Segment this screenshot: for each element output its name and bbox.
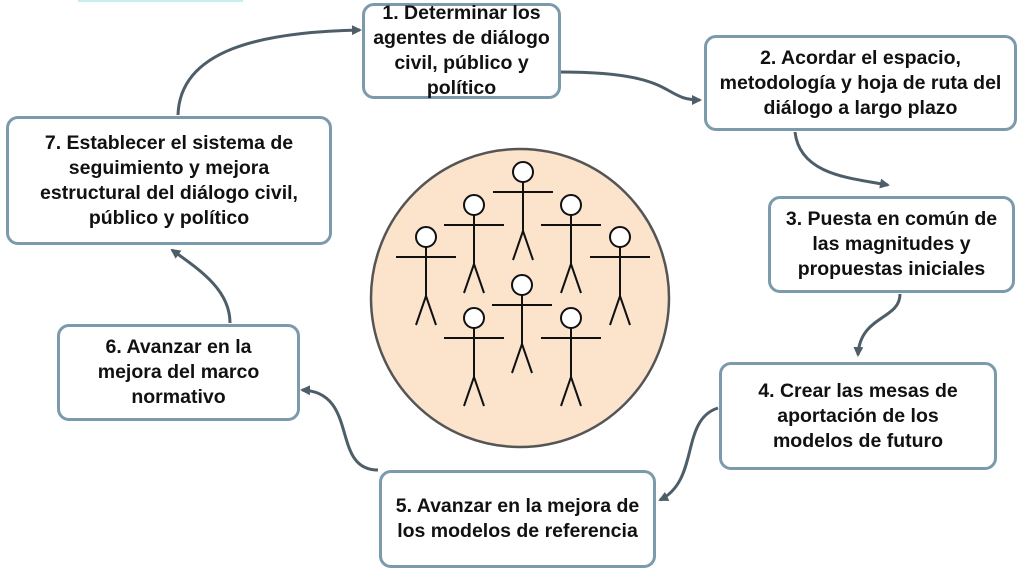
step-2-label: 2. Acordar el espacio, metodología y hoj… — [719, 46, 1002, 119]
step-6-label: 6. Avanzar en la mejora del marco normat… — [97, 336, 260, 408]
step-4-box: 4. Crear las mesas de aportación de los … — [719, 362, 997, 470]
step-5-label: 5. Avanzar en la mejora de los modelos d… — [395, 495, 640, 542]
arrow-3-to-4 — [853, 293, 902, 357]
step-3-label: 3. Puesta en común de las magnitudes y p… — [785, 208, 998, 280]
step-4-label: 4. Crear las mesas de aportación de los … — [758, 379, 958, 452]
top-edge-fragment — [78, 0, 243, 2]
person-icon — [444, 194, 504, 294]
step-1-label: 1. Determinar los agentes de diálogo civ… — [373, 2, 550, 99]
step-5-box: 5. Avanzar en la mejora de los modelos d… — [379, 470, 656, 568]
person-icon — [396, 226, 456, 326]
step-1-box: 1. Determinar los agentes de diálogo civ… — [362, 2, 561, 99]
person-icon — [493, 161, 553, 261]
arrow-5-to-6 — [300, 385, 379, 472]
person-icon — [444, 307, 504, 407]
step-7-label: 7. Establecer el sistema de seguimiento … — [40, 131, 298, 229]
arrow-7-to-1 — [176, 25, 362, 116]
people-circle — [369, 147, 671, 449]
person-icon — [541, 194, 601, 294]
person-icon — [492, 274, 552, 374]
person-icon — [541, 307, 601, 407]
arrow-6-to-7 — [170, 248, 232, 324]
step-3-box: 3. Puesta en común de las magnitudes y p… — [768, 196, 1015, 293]
step-7-box: 7. Establecer el sistema de seguimiento … — [6, 116, 332, 245]
arrow-4-to-5 — [658, 406, 719, 502]
person-icon — [590, 226, 650, 326]
arrow-1-to-2 — [559, 70, 702, 105]
step-6-box: 6. Avanzar en la mejora del marco normat… — [57, 324, 300, 421]
step-2-box: 2. Acordar el espacio, metodología y hoj… — [704, 35, 1017, 131]
arrow-2-to-3 — [793, 131, 890, 189]
